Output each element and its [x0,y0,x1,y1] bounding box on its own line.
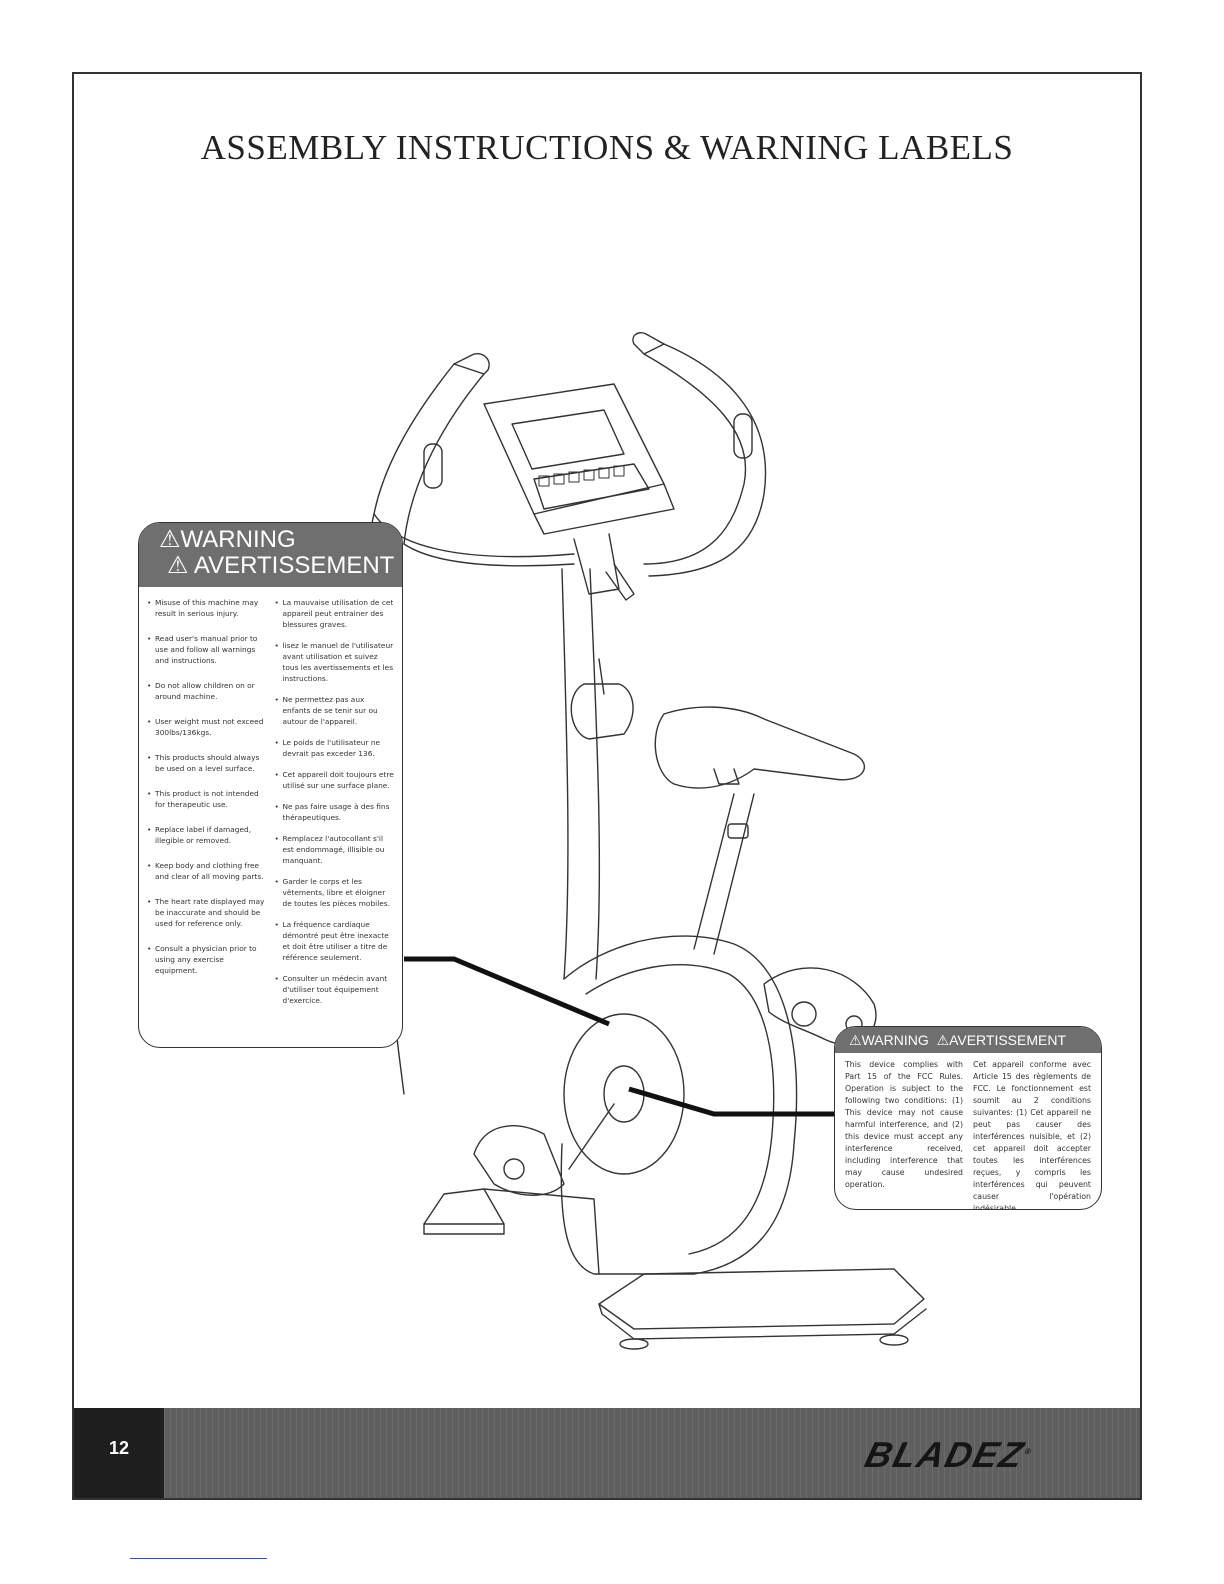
warning-items-en: Misuse of this machine may result in ser… [147,597,267,1016]
warning-item: Cet appareil doit toujours etre utilisé … [275,769,395,791]
warning-title-en: WARNING [861,1032,929,1048]
warning-title-en: WARNING [180,526,296,553]
warning-item: La fréquence cardiaque démontré peut êtr… [275,919,395,963]
warning-label-header: ⚠WARNING ⚠ AVERTISSEMENT [139,523,402,587]
warning-triangle-icon: ⚠ [849,1032,862,1048]
warning-label-general: ⚠WARNING ⚠ AVERTISSEMENT Misuse of this … [138,522,403,1048]
warning-title-fr: AVERTISSEMENT [949,1032,1067,1048]
exercise-bike-illustration [365,332,927,1350]
warning-item: Consult a physician prior to using any e… [147,943,267,976]
footer-bar: 12 BLADEZ® [74,1408,1140,1498]
warning-label-header: ⚠WARNING ⚠AVERTISSEMENT [835,1027,1101,1053]
warning-item: Ne permettez pas aux enfants de se tenir… [275,694,395,727]
warning-item: The heart rate displayed may be inaccura… [147,896,267,929]
brand-logo: BLADEZ® [861,1434,1034,1475]
warning-item: Le poids de l'utilisateur ne devrait pas… [275,737,395,759]
warning-title-fr: AVERTISSEMENT [193,552,395,579]
warning-item: Read user's manual prior to use and foll… [147,633,267,666]
warning-label-fcc: ⚠WARNING ⚠AVERTISSEMENT This device comp… [834,1026,1102,1210]
warning-item: This product is not intended for therape… [147,788,267,810]
fcc-text-fr: Cet appareil conforme avec Article 15 de… [973,1060,1091,1210]
warning-triangle-icon: ⚠ [167,552,194,579]
warning-item: User weight must not exceed 300lbs/136kg… [147,716,267,738]
warning-item: Ne pas faire usage à des fins thérapeuti… [275,801,395,823]
warning-item: Misuse of this machine may result in ser… [147,597,267,619]
footnote-rule [130,1558,267,1559]
warning-item: Garder le corps et les vêtements, libre … [275,876,395,909]
warning-item: Keep body and clothing free and clear of… [147,860,267,882]
warning-item: Replace label if damaged, illegible or r… [147,824,267,846]
warning-item: Remplacez l'autocollant s'il est endomma… [275,833,395,866]
warning-item: This products should always be used on a… [147,752,267,774]
warning-triangle-icon: ⚠ [159,526,181,553]
brand-name: BLADEZ [861,1434,1030,1475]
warning-item: Do not allow children on or around machi… [147,680,267,702]
page-number: 12 [108,1438,130,1458]
warning-items-fr: La mauvaise utilisation de cet appareil … [275,597,395,1016]
warning-item: La mauvaise utilisation de cet appareil … [275,597,395,630]
warning-item: Consulter un médecin avant d'utiliser to… [275,973,395,1006]
fcc-text-en: This device complies with Part 15 of the… [845,1060,963,1189]
page-frame: ASSEMBLY INSTRUCTIONS & WARNING LABELS [72,72,1142,1500]
warning-item: lisez le manuel de l'utilisateur avant u… [275,640,395,684]
page-title: ASSEMBLY INSTRUCTIONS & WARNING LABELS [200,128,1014,167]
page-number-box: 12 [74,1408,164,1498]
warning-triangle-icon: ⚠ [936,1032,950,1048]
